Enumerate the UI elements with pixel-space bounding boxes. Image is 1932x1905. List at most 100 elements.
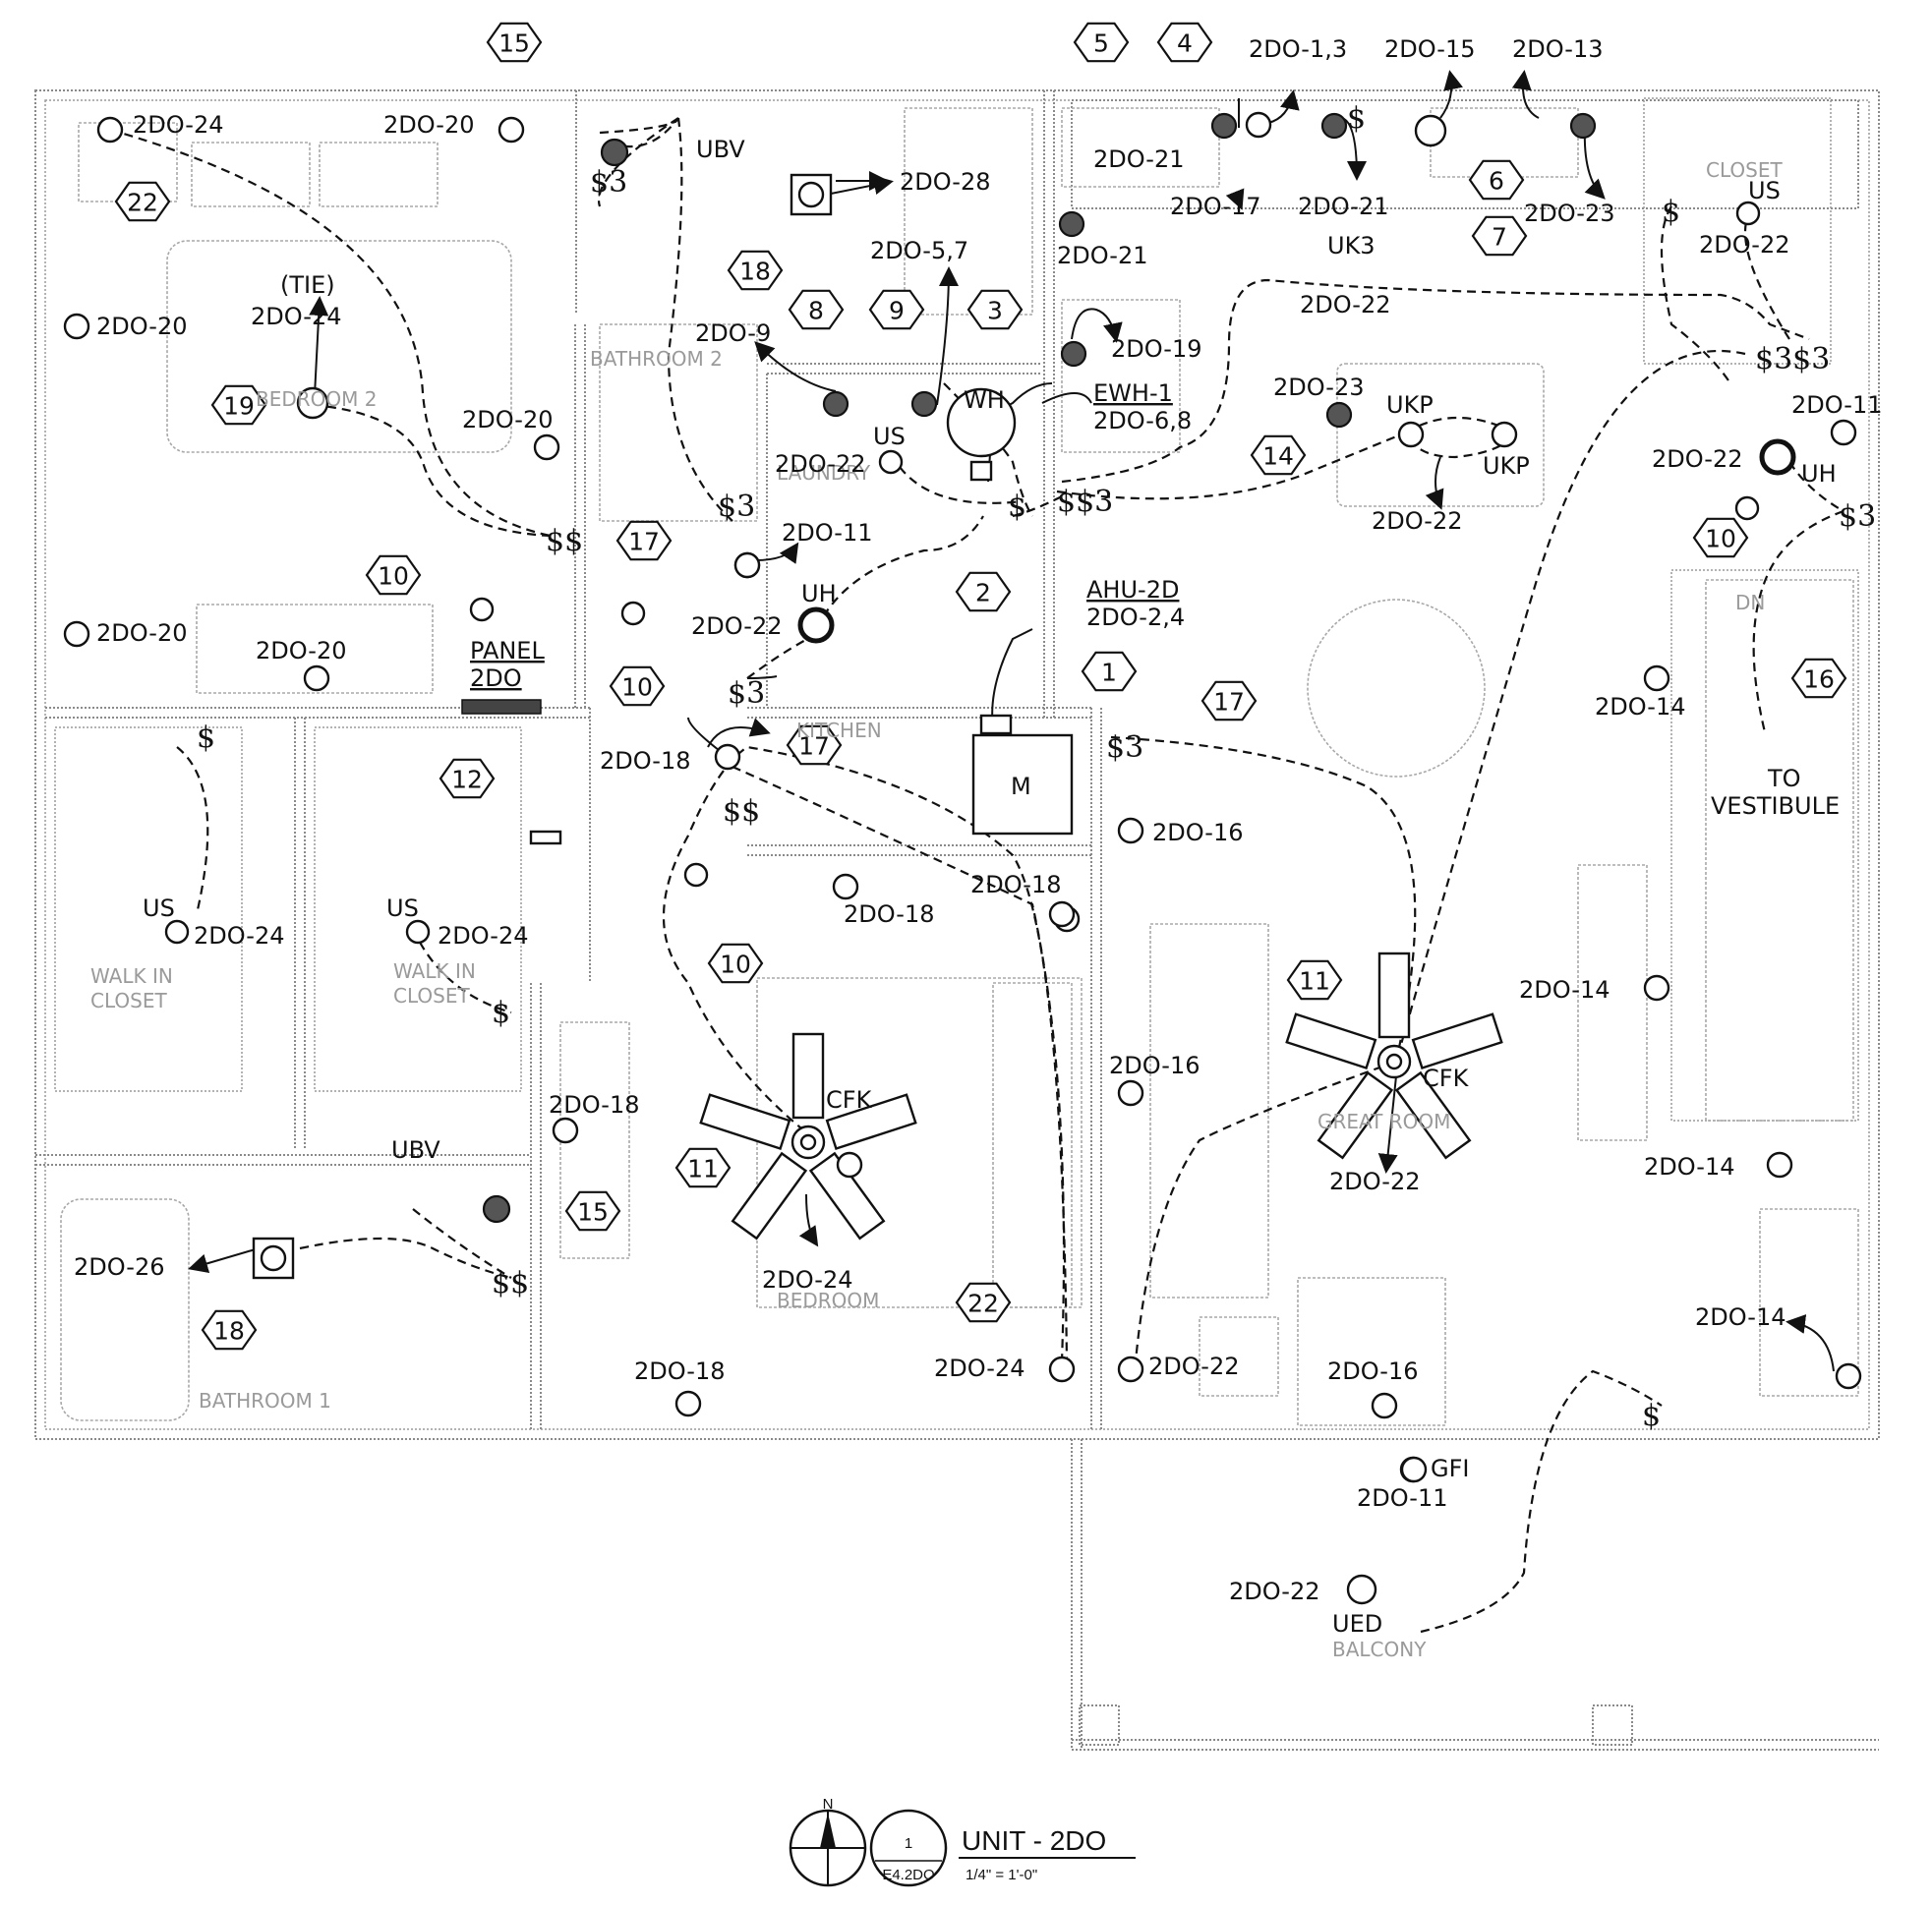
ckt-23: 2DO-23: [1524, 200, 1615, 227]
ckt-41: 2DO-14: [1519, 976, 1610, 1004]
ckt-1: 2DO-24: [133, 111, 224, 139]
svg-text:$3: $3: [1106, 730, 1143, 765]
lbl-ewh: EWH-1: [1093, 379, 1173, 407]
ckt-40: 2DO-22: [1329, 1168, 1421, 1195]
lbl-ewh-ckt: 2DO-6,8: [1093, 407, 1192, 434]
room-names: BATHROOM 2 BATHROOM 1 BEDROOM 2 LAUNDRY …: [90, 158, 1783, 1661]
lbl-ahu: AHU-2D: [1086, 576, 1179, 604]
keynote-4: 4: [1156, 22, 1213, 63]
keynote-12: 12: [439, 758, 496, 799]
svg-text:$3: $3: [718, 490, 755, 524]
ckt-8: 2DO-28: [900, 168, 991, 196]
keynote-number: 11: [1299, 967, 1330, 996]
ckt-20: 2DO-1,3: [1249, 35, 1347, 63]
ckt-25: 2DO-23: [1273, 374, 1365, 401]
ckt-45: 2DO-24: [934, 1355, 1025, 1382]
ckt-21: 2DO-15: [1384, 35, 1476, 63]
keynote-number: 8: [808, 297, 824, 325]
keynote-18: 18: [727, 250, 784, 291]
ckt-17: 2DO-21: [1298, 193, 1389, 220]
lbl-us4: US: [386, 895, 419, 922]
svg-text:$: $: [1347, 101, 1366, 136]
ckt-10: 2DO-5,7: [870, 237, 968, 264]
room-balcony: BALCONY: [1332, 1638, 1427, 1661]
keynote-19: 19: [210, 384, 267, 426]
lbl-uh1: UH: [801, 580, 837, 607]
keynote-17: 17: [786, 724, 843, 766]
stair-dn: DN: [1735, 591, 1765, 614]
svg-text:$: $: [1642, 1399, 1661, 1433]
lbl-us2: US: [1748, 177, 1781, 204]
keynote-number: 19: [223, 392, 255, 421]
detail-number: 1: [905, 1835, 912, 1852]
keynote-11: 11: [1286, 959, 1343, 1001]
keynote-number: 10: [621, 673, 653, 702]
keynote-10: 10: [1692, 517, 1749, 558]
room-walkin1-l2: CLOSET: [90, 989, 167, 1012]
room-great-room: GREAT ROOM: [1317, 1110, 1450, 1133]
keynote-number: 7: [1492, 223, 1507, 252]
keynote-number: 9: [889, 297, 905, 325]
room-laundry: LAUNDRY: [777, 461, 871, 485]
keynote-14: 14: [1250, 434, 1307, 476]
ckt-26: 2DO-22: [1372, 507, 1463, 535]
ckt-18: 2DO-17: [1170, 193, 1261, 220]
title-block: N 1 E4.2DO UNIT - 2DO 1/4" = 1'-0": [789, 1796, 1136, 1887]
keynote-number: 12: [451, 766, 483, 794]
keynote-number: 18: [213, 1317, 245, 1346]
equipment-labels: EWH-1 2DO-6,8 AHU-2D 2DO-2,4 PANEL 2DO T…: [280, 271, 1840, 1482]
keynote-number: 22: [127, 189, 158, 217]
keynote-number: 4: [1177, 29, 1193, 58]
svg-text:$: $: [197, 721, 215, 755]
keynote-number: 17: [798, 732, 830, 761]
room-bedroom2: BEDROOM 2: [256, 387, 377, 411]
sheet-number: E4.2DO: [882, 1867, 934, 1883]
svg-text:$$: $$: [546, 524, 583, 558]
room-walkin2-l2: CLOSET: [393, 984, 470, 1008]
svg-text:$3: $3: [1839, 499, 1876, 534]
lbl-uh2: UH: [1801, 460, 1837, 488]
ckt-2: 2DO-20: [383, 111, 475, 139]
ckt-7: 2DO-20: [256, 637, 347, 664]
ckt-12: 2DO-11: [782, 519, 873, 547]
keynote-number: 5: [1093, 29, 1109, 58]
receptacles: [63, 111, 1862, 1605]
keynote-7: 7: [1471, 215, 1528, 257]
keynote-1: 1: [1081, 651, 1138, 692]
fixture-labels: UBV UBV UK3 UKP UKP UH UH US US US US CF…: [143, 136, 1837, 1638]
ckt-31: 2DO-16: [1152, 819, 1244, 846]
room-walkin1-l1: WALK IN: [90, 964, 173, 988]
water-heater: [946, 387, 1017, 482]
ckt-9: 2DO-9: [695, 319, 771, 347]
keynote-number: 17: [1213, 688, 1245, 717]
keynote-number: 6: [1489, 167, 1504, 196]
lbl-uk3: UK3: [1327, 232, 1376, 260]
lbl-ubv-top: UBV: [696, 136, 745, 163]
walls: [34, 89, 1880, 1751]
keynote-10: 10: [609, 665, 666, 707]
ckt-27: 2DO-22: [1699, 231, 1790, 259]
svg-text:$$: $$: [723, 794, 760, 829]
keynote-number: 10: [1705, 525, 1736, 553]
room-closet: CLOSET: [1706, 158, 1783, 182]
lbl-ahu-ckt: 2DO-2,4: [1086, 604, 1185, 631]
lbl-cfk1: CFK: [826, 1086, 873, 1114]
keynote-number: 22: [967, 1290, 999, 1318]
panel-2do: [461, 699, 542, 715]
svg-text:$$: $$: [492, 1266, 529, 1300]
ckt-37: 2DO-26: [74, 1253, 165, 1281]
keynote-number: 17: [628, 528, 660, 556]
lbl-vestibule: VESTIBULE: [1711, 792, 1840, 820]
drawing-title: UNIT - 2DO: [962, 1825, 1106, 1856]
ckt-24: 2DO-22: [1300, 291, 1391, 318]
keynote-11: 11: [674, 1147, 732, 1188]
ckt-14: 2DO-18: [600, 747, 691, 775]
svg-text:$3$3: $3$3: [1755, 342, 1830, 376]
svg-text:$: $: [1008, 490, 1026, 524]
lbl-tie: (TIE): [280, 271, 335, 299]
keynote-22: 22: [114, 181, 171, 222]
lbl-ukp2: UKP: [1483, 452, 1530, 480]
drawing-scale: 1/4" = 1'-0": [966, 1867, 1037, 1883]
svg-text:$$3: $$3: [1057, 485, 1113, 519]
